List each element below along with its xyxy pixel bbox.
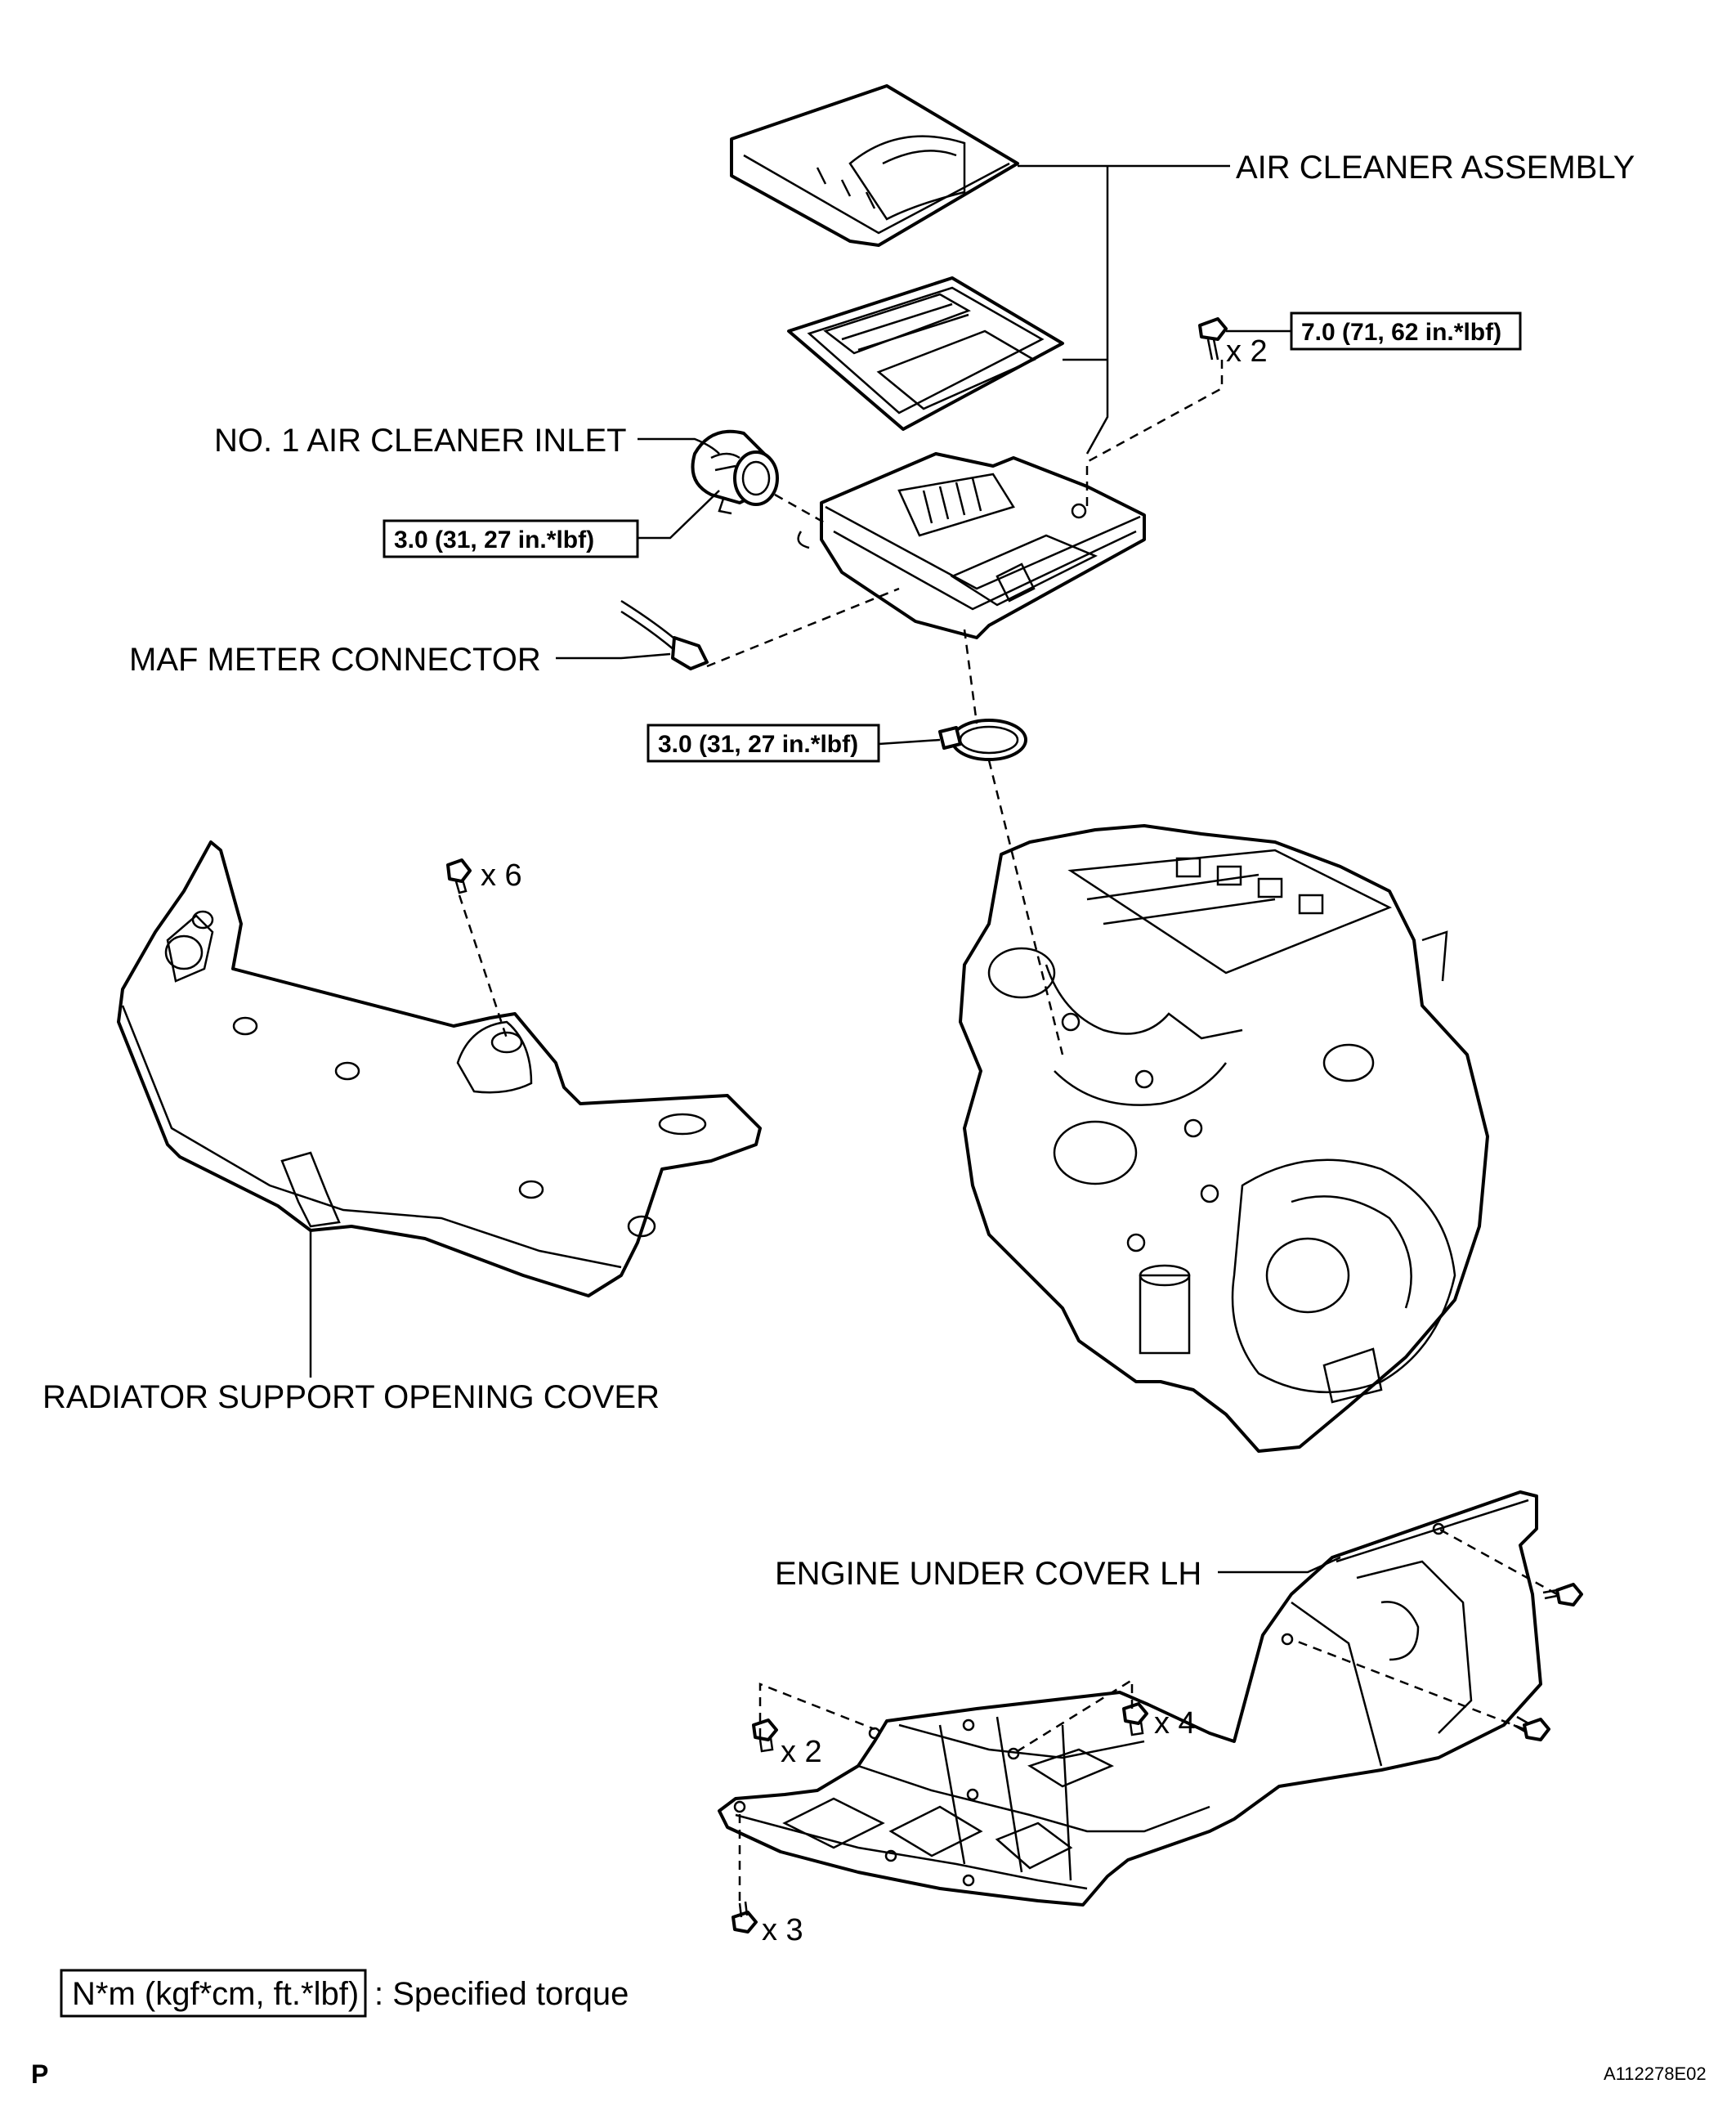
under-cover-clip-left (752, 1718, 778, 1753)
under-cover-bolt-right-bottom (1513, 1715, 1550, 1741)
air-cleaner-inlet-hose (691, 429, 779, 515)
hose-clamp (938, 719, 1027, 761)
torque-lower-clamp: 3.0 (31, 27 in.*lbf) (658, 731, 858, 758)
engine (959, 824, 1489, 1453)
label-radiator-support-opening-cover: RADIATOR SUPPORT OPENING COVER (43, 1379, 660, 1415)
cover-clip (446, 858, 472, 894)
qty-air-cleaner-bolts: x 2 (1226, 334, 1268, 369)
qty-under-cover-front: x 3 (762, 1913, 803, 1947)
legend-torque-text: : Specified torque (374, 1976, 629, 2012)
section-letter: P (31, 2059, 48, 2089)
leader-under-cover (1218, 1556, 1341, 1574)
leader-inlet (638, 437, 720, 455)
air-cleaner-case (797, 452, 1146, 639)
radiator-support-opening-cover (117, 840, 762, 1297)
torque-box-inlet (383, 519, 639, 558)
label-engine-under-cover-lh: ENGINE UNDER COVER LH (775, 1556, 1201, 1592)
under-cover-bolt-right-top (1542, 1583, 1583, 1606)
air-cleaner-bolt (1198, 317, 1228, 361)
qty-cover-clips: x 6 (481, 858, 522, 893)
torque-air-cleaner-bolt: 7.0 (71, 62 in.*lbf) (1301, 319, 1501, 346)
qty-under-cover-left: x 2 (781, 1735, 822, 1769)
under-cover-clip-center (1122, 1702, 1148, 1736)
engine-under-cover-lh (718, 1490, 1542, 1907)
label-maf-meter-connector: MAF METER CONNECTOR (129, 642, 541, 678)
torque-box-clamp (647, 724, 880, 763)
leader-air-cleaner (1018, 164, 1230, 455)
label-air-cleaner-assembly: AIR CLEANER ASSEMBLY (1236, 150, 1635, 186)
label-no1-air-cleaner-inlet: NO. 1 AIR CLEANER INLET (214, 423, 627, 459)
figure-id: A112278E02 (1604, 2063, 1707, 2084)
leader-lower-clamp (878, 738, 941, 746)
air-filter-element (787, 276, 1064, 431)
leader-maf (556, 652, 671, 660)
torque-inlet-clamp: 3.0 (31, 27 in.*lbf) (394, 527, 594, 553)
legend-torque-box (60, 1969, 367, 2018)
legend-torque-unit: N*m (kgf*cm, ft.*lbf) (72, 1976, 359, 2012)
torque-box-bolt (1290, 311, 1522, 351)
qty-under-cover-center: x 4 (1154, 1706, 1196, 1741)
maf-meter-connector (620, 599, 709, 670)
air-cleaner-cap (730, 84, 1019, 247)
under-cover-bolt-front (732, 1901, 758, 1934)
leader-inlet-torque (638, 490, 720, 540)
